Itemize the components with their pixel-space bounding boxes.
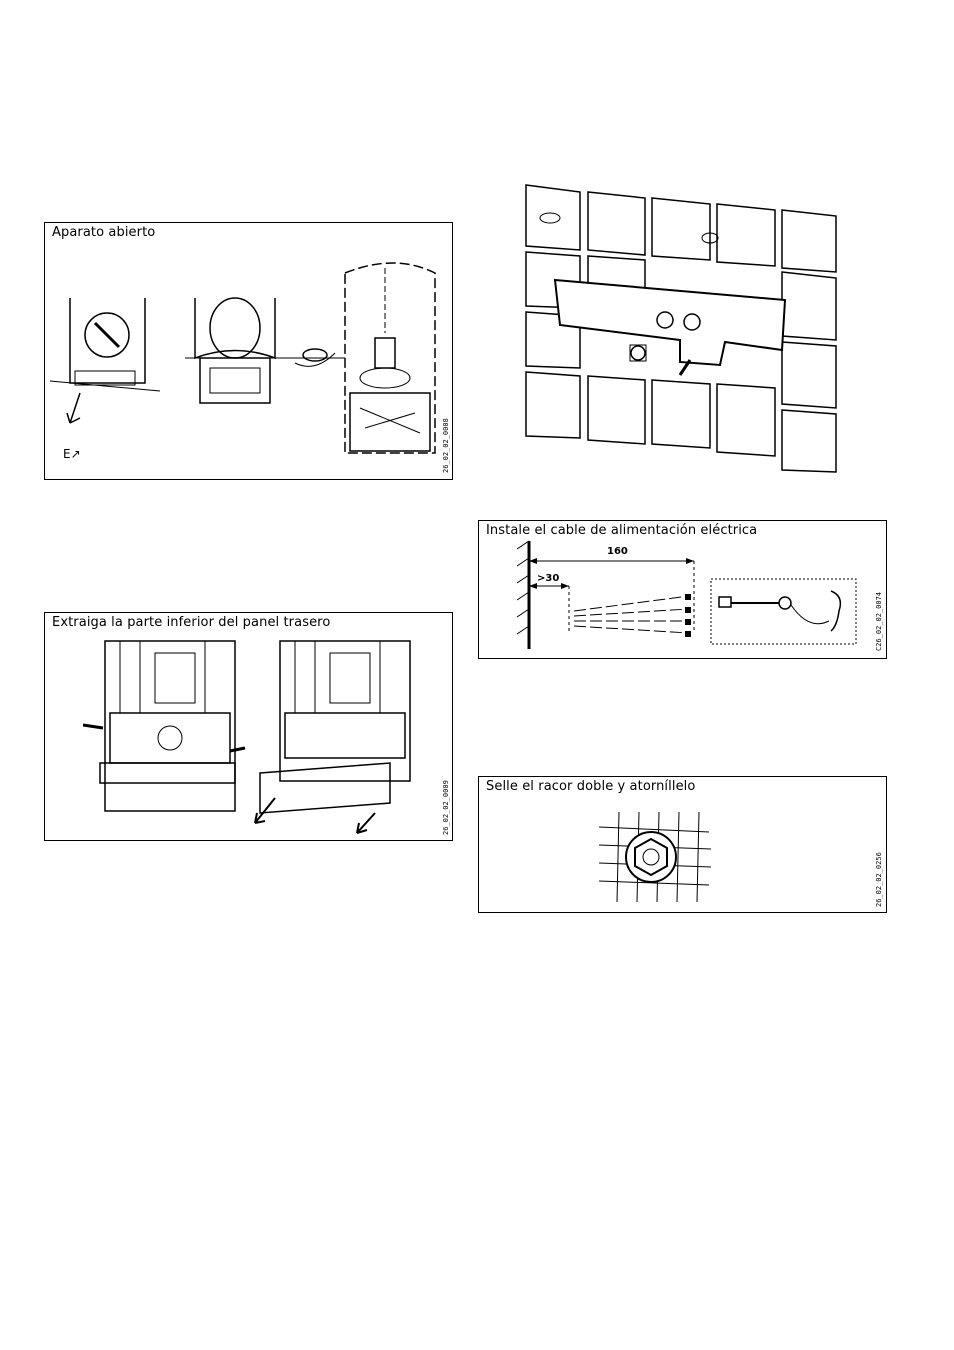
panel-selle-racor: Selle el racor doble y atorníllelo 26_02… — [478, 776, 887, 913]
dimension-160: 160 — [607, 546, 628, 557]
panel-instale-cable: Instale el cable de alimentación eléctri… — [478, 520, 887, 659]
dimension-30: >30 — [537, 573, 559, 584]
racor-illustration — [479, 777, 888, 914]
panel-extraiga: Extraiga la parte inferior del panel tra… — [44, 612, 453, 841]
figure-code: 26_02_02_0256 — [875, 852, 883, 907]
mounting-bracket-illustration — [520, 180, 850, 480]
extraiga-illustration — [45, 613, 454, 842]
figure-code: 26_02_02_0008 — [442, 418, 450, 473]
cable-illustration — [479, 521, 888, 660]
aparato-illustration: E↗ — [45, 223, 454, 481]
figure-code: 26_02_02_0009 — [442, 780, 450, 835]
svg-text:E↗: E↗ — [63, 447, 81, 461]
panel-aparato-abierto: Aparato abierto E↗ 26_02_02_0008 — [44, 222, 453, 480]
figure-code: C26_02_02_0074 — [875, 592, 883, 651]
